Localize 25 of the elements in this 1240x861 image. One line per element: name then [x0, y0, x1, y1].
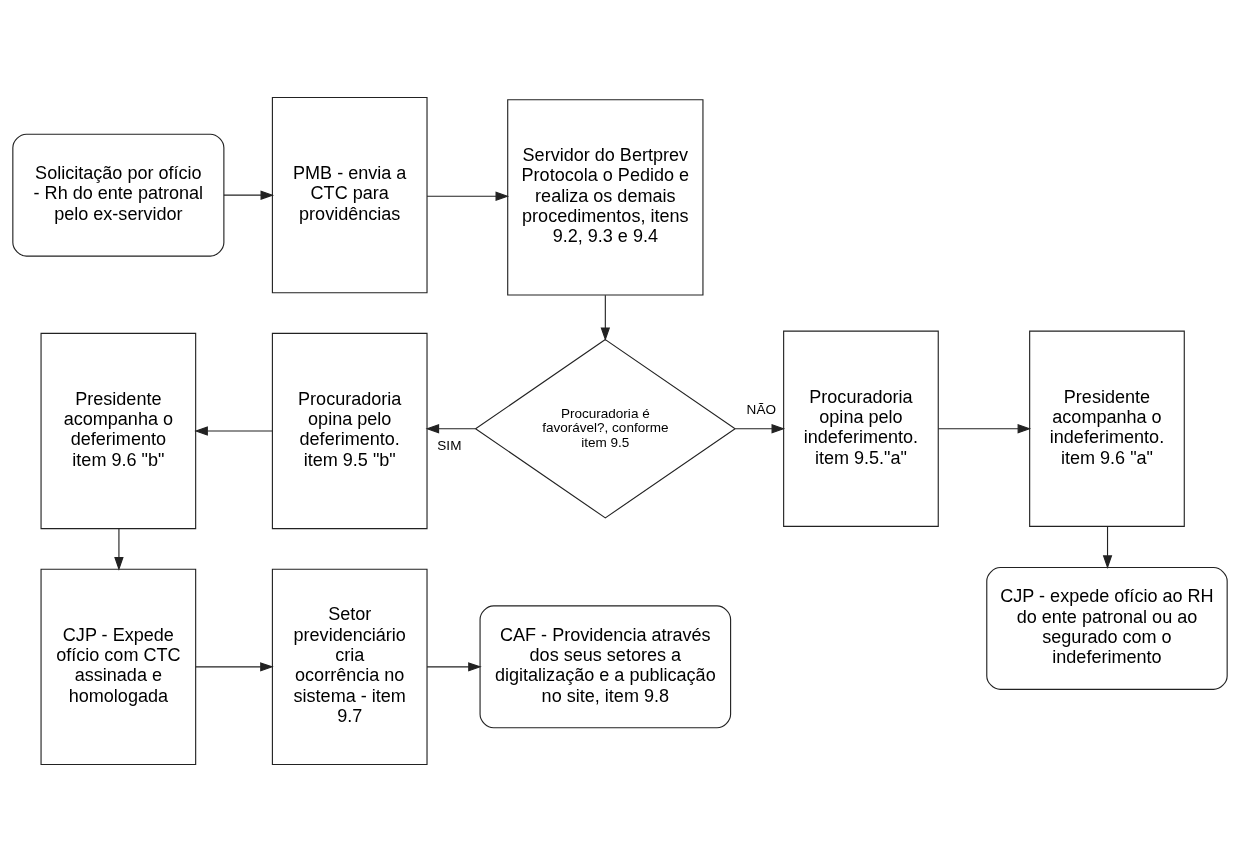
node-box: CJP - Expede ofício com CTC assinada e homologada	[40, 568, 197, 765]
edge-label: NÃO	[746, 401, 776, 417]
arrow	[937, 423, 1032, 433]
node-box: CAF - Providencia através dos seus setores a digitalização e a publicação no site, item 9.8	[479, 604, 732, 728]
node-diamond: Procuradoria é favorável?, conforme item 9.5	[474, 338, 737, 519]
node-box: Procuradoria opina pelo deferimento. item 9.5 "b"	[271, 332, 428, 529]
arrow	[426, 191, 510, 201]
node-box: PMB - envia a CTC para providências	[271, 96, 428, 293]
arrow	[223, 189, 275, 200]
node-box: Presidente acompanha o deferimento item 9.6 "b"	[40, 332, 197, 529]
node-box: Presidente acompanha o indeferimento. item 9.6 "a"	[1029, 330, 1185, 527]
node-box: Servidor do Bertprev Protocola o Pedido e realiza os demais procedimentos, itens 9.2, 9.3 e 9.4	[507, 98, 704, 296]
node-box: Solicitação por ofício - Rh do ente patronal pelo ex-servidor	[12, 133, 225, 257]
edge-label: SIM	[437, 437, 462, 453]
arrow	[734, 423, 786, 433]
node-box: CJP - expede ofício ao RH do ente patronal ou ao segurado com o indeferimento	[986, 566, 1228, 690]
arrow	[426, 661, 482, 672]
arrow	[600, 294, 611, 341]
node-box: Setor previdenciário cria ocorrência no sistema - item 9.7	[271, 568, 428, 765]
arrow	[194, 425, 273, 436]
arrow	[1102, 525, 1113, 569]
node-box: Procuradoria opina pelo indeferimento. item 9.5."a"	[783, 330, 939, 527]
arrow	[114, 527, 124, 571]
arrow	[425, 423, 476, 433]
arrow	[195, 661, 274, 672]
